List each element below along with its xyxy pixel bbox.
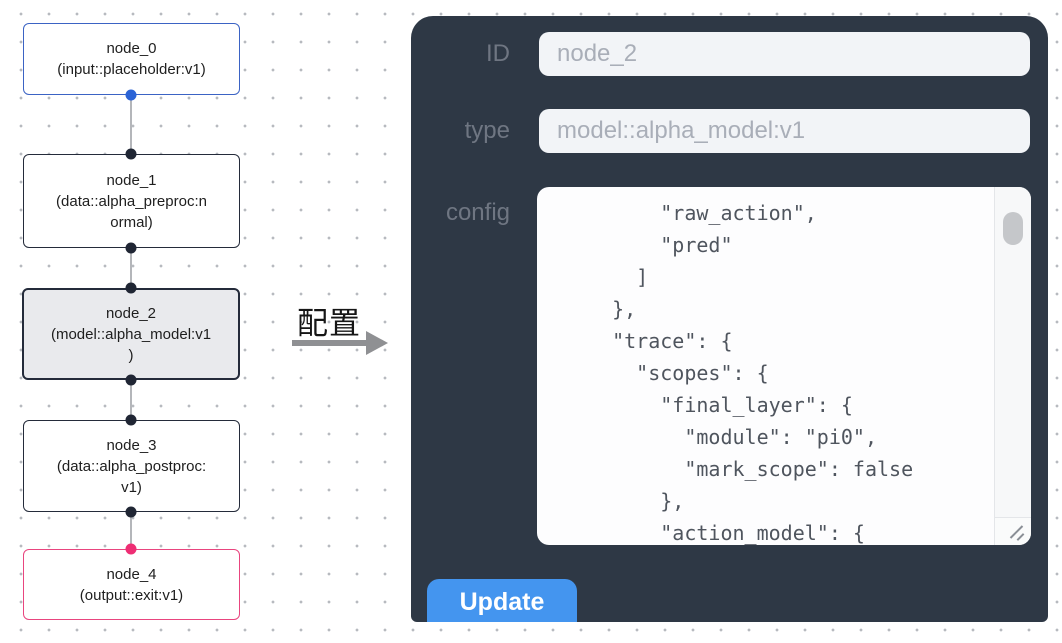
resize-grip-icon[interactable] (994, 517, 1031, 545)
handle-node-0-out[interactable] (125, 89, 137, 101)
handle-node-1-in[interactable] (125, 148, 137, 160)
update-button[interactable]: Update (427, 579, 577, 622)
flow-node-node-2-selected[interactable]: node_2 (model::alpha_model:v1 ) (22, 288, 240, 380)
configure-annotation-label: 配置 (297, 306, 361, 341)
flow-node-node-1[interactable]: node_1 (data::alpha_preproc:n ormal) (23, 154, 240, 248)
node-inspector-panel: ID type config "raw_action", "pred" ] },… (411, 16, 1048, 622)
config-scrollbar-thumb[interactable] (1003, 212, 1023, 245)
edge-node1-node2 (130, 248, 132, 288)
handle-node-1-out[interactable] (125, 242, 137, 254)
arrow-right-icon (366, 331, 388, 355)
handle-node-4-in[interactable] (125, 543, 137, 555)
config-json-text[interactable]: "raw_action", "pred" ] }, "trace": { "sc… (612, 201, 914, 545)
config-editor[interactable]: "raw_action", "pred" ] }, "trace": { "sc… (537, 187, 1031, 545)
handle-node-3-out[interactable] (125, 506, 137, 518)
flow-node-node-4[interactable]: node_4 (output::exit:v1) (23, 549, 240, 620)
config-field-label: config (445, 199, 510, 226)
flow-node-node-0[interactable]: node_0 (input::placeholder:v1) (23, 23, 240, 95)
arrow-shaft (292, 340, 368, 346)
type-field-label: type (464, 117, 510, 144)
id-input[interactable] (539, 32, 1030, 76)
id-field-label: ID (486, 40, 510, 67)
edge-node0-node1 (130, 95, 132, 154)
handle-node-3-in[interactable] (125, 414, 137, 426)
type-input[interactable] (539, 109, 1030, 153)
handle-node-2-out[interactable] (125, 374, 137, 386)
edge-node3-node4 (130, 512, 132, 549)
handle-node-2-in[interactable] (125, 282, 137, 294)
config-scrollbar-track[interactable] (994, 187, 1031, 517)
edge-node2-node3 (130, 380, 132, 420)
flow-node-node-3[interactable]: node_3 (data::alpha_postproc: v1) (23, 420, 240, 512)
